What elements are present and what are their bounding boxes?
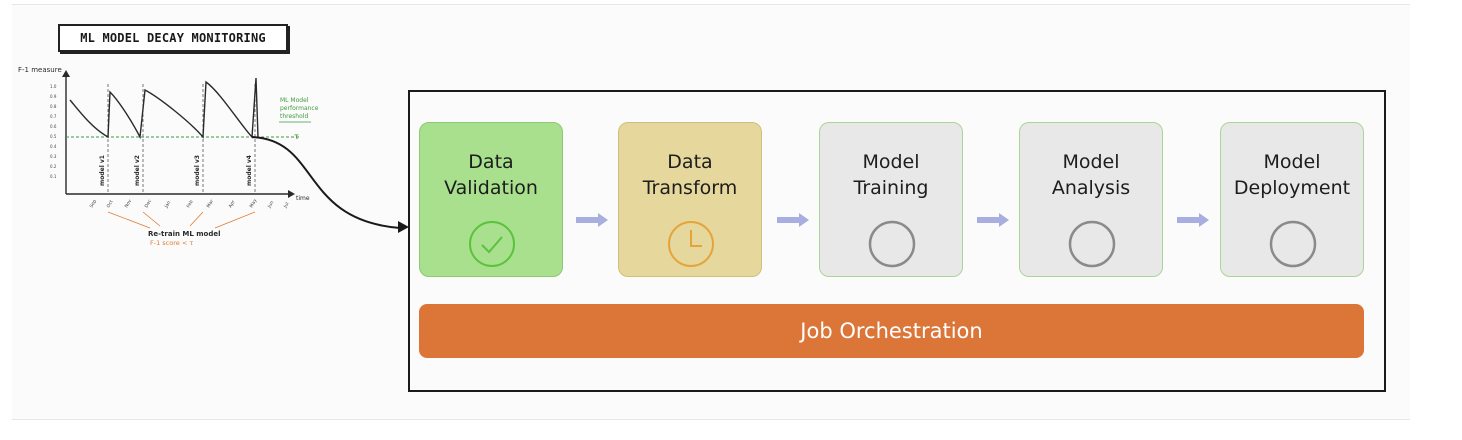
sketch-x-tick: May — [249, 198, 259, 209]
pipeline-step-model-deployment[interactable]: Model Deployment — [1220, 122, 1364, 277]
sketch-x-tick: Oct — [106, 199, 115, 209]
step-label: Model Training — [853, 151, 929, 199]
sketch-threshold-note-line3: threshold — [280, 113, 308, 120]
empty-circle-icon — [868, 220, 916, 268]
pipeline-step-model-training[interactable]: Model Training — [819, 122, 963, 277]
sketch-decay-curve — [69, 77, 259, 140]
step-label: Data Validation — [444, 151, 538, 199]
sketch-y-tick: 0.7 — [50, 114, 57, 119]
sketch-connector-curve — [251, 136, 401, 229]
sketch-x-tick: Jan — [163, 200, 172, 210]
sketch-x-tick: Nov — [124, 198, 134, 209]
sketch-model-label: model v2 — [134, 155, 141, 186]
sketch-retrain-pointers — [107, 211, 256, 229]
sketch-x-tick: Dec — [144, 198, 154, 209]
sketch-y-tick: 0.2 — [50, 164, 57, 169]
sketch-y-tick: 1.0 — [50, 84, 57, 89]
empty-circle-icon — [1269, 220, 1317, 268]
sketch-retrain-note: Re-train ML model — [148, 230, 221, 238]
sketch-model-label: model v3 — [194, 155, 201, 186]
sketch-retrain-condition: F-1 score < τ — [150, 239, 193, 247]
step-label: Model Deployment — [1233, 151, 1351, 199]
job-orchestration-bar[interactable]: Job Orchestration — [419, 304, 1364, 358]
sketch-y-ticks: 1.0 0.9 0.8 0.7 0.6 0.5 0.4 0.3 0.2 0.1 — [50, 84, 57, 179]
pipeline-step-data-transform[interactable]: Data Transform — [618, 122, 762, 277]
flow-arrow-icon — [977, 213, 1009, 227]
sketch-x-ticks: Sep Oct Nov Dec Jan Feb Mar Apr May Jun … — [89, 198, 291, 210]
flow-arrow-icon — [777, 213, 809, 227]
sketch-y-axis-arrowhead — [62, 70, 70, 77]
empty-circle-icon — [1068, 220, 1116, 268]
sketch-model-label: model v1 — [99, 155, 106, 186]
sketch-x-axis-label: time — [296, 195, 310, 202]
sketch-threshold-note-line2: performance — [280, 105, 319, 112]
sketch-y-tick: 0.8 — [50, 104, 57, 109]
sketch-y-tick: 0.4 — [50, 144, 57, 149]
sketch-model-label: model v4 — [246, 155, 253, 186]
connector-arrowhead — [398, 221, 409, 233]
flow-arrow-icon — [576, 213, 608, 227]
pipeline-step-model-analysis[interactable]: Model Analysis — [1019, 122, 1163, 277]
sketch-threshold-note-line1: ML Model — [280, 97, 309, 104]
flow-arrow-icon — [1177, 213, 1209, 227]
sketch-x-tick: Mar — [206, 199, 216, 209]
pipeline-step-data-validation[interactable]: Data Validation — [419, 122, 563, 277]
sketch-x-tick: Sep — [89, 199, 99, 209]
clock-icon — [668, 221, 714, 267]
sketch-title: ML MODEL DECAY MONITORING — [58, 24, 288, 52]
sketch-y-tick: 0.6 — [50, 124, 57, 129]
sketch-x-tick: Jul — [282, 201, 290, 210]
sketch-retrain-markers — [107, 84, 256, 194]
check-circle-icon — [469, 221, 515, 267]
sketch-y-tick: 0.1 — [50, 174, 57, 179]
sketch-x-axis-arrowhead — [288, 190, 295, 198]
step-label: Model Analysis — [1051, 151, 1131, 199]
sketch-y-tick: 0.9 — [50, 94, 57, 99]
sketch-x-tick: Feb — [186, 199, 195, 209]
sketch-y-axis-label: F-1 measure — [18, 66, 62, 74]
sketch-threshold-symbol: τ — [294, 132, 299, 141]
sketch-y-tick: 0.3 — [50, 154, 57, 159]
step-label: Data Transform — [642, 151, 738, 199]
sketch-y-tick: 0.5 — [50, 134, 57, 139]
sketch-x-tick: Jun — [266, 200, 275, 210]
decay-sketch-chart: F-1 measure time 1.0 0.9 0.8 0.7 0.6 0.5… — [18, 66, 401, 247]
sketch-x-tick: Apr — [228, 199, 237, 209]
